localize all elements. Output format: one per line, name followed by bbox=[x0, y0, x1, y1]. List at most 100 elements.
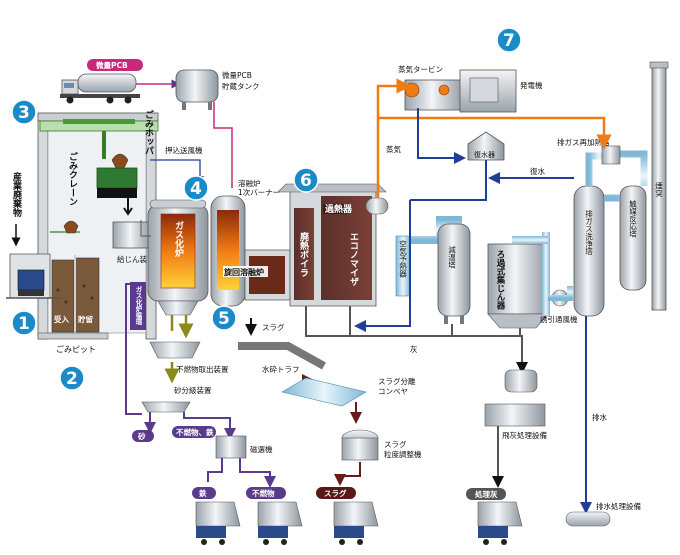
label-ash: 灰 bbox=[410, 344, 418, 354]
unloading-bay bbox=[6, 253, 62, 299]
label-bag-filter: ろ過式集じん器 bbox=[495, 250, 506, 310]
tag-iron bbox=[192, 487, 216, 499]
water-trough bbox=[238, 342, 326, 370]
bag-filter bbox=[487, 232, 550, 329]
svg-text:7: 7 bbox=[503, 31, 515, 51]
label-generator: 発電機 bbox=[520, 80, 543, 90]
marker-4: 4 bbox=[183, 175, 209, 201]
tag-trace-pcb-text: 微量PCB bbox=[95, 60, 128, 70]
marker-6: 6 bbox=[293, 167, 319, 193]
label-scrubber: 排ガス洗浄塔 bbox=[584, 209, 593, 256]
label-gasification-furnace: ガス化炉 bbox=[173, 220, 184, 258]
truck-treated-ash bbox=[477, 501, 523, 545]
wastewater-treatment bbox=[565, 511, 611, 527]
label-receiving-pit: 受入 bbox=[54, 314, 69, 324]
label-feeder: 給じん装置 bbox=[117, 254, 155, 264]
label-air-preheater: 空気予熱器 bbox=[398, 239, 407, 279]
label-water-trough: 水砕トラフ bbox=[262, 364, 300, 374]
truck-iron bbox=[195, 501, 241, 545]
label-return-water: 復水 bbox=[530, 166, 545, 176]
label-industrial-waste: 産業廃棄物 bbox=[11, 171, 23, 218]
waste-heat-boiler bbox=[277, 183, 389, 307]
label-push-fan: 押込送風機 bbox=[165, 145, 203, 155]
label-pcb-tank-1: 微量PCB bbox=[222, 70, 252, 80]
condenser bbox=[467, 131, 505, 161]
marker-3: 3 bbox=[11, 99, 37, 125]
label-swirl-melting: 旋回溶融炉 bbox=[223, 267, 264, 277]
label-fly-ash-treatment: 飛灰処理設備 bbox=[502, 430, 547, 440]
label-slag-adjust-2: 粒度調整機 bbox=[384, 449, 422, 459]
marker-7: 7 bbox=[496, 27, 522, 53]
label-crane: ごみクレーン bbox=[67, 151, 78, 206]
steam-reheat-line bbox=[378, 116, 612, 150]
label-waste-pit: ごみピット bbox=[56, 344, 96, 354]
svg-text:2: 2 bbox=[66, 369, 78, 389]
tag-trace-pcb bbox=[87, 59, 143, 71]
gasification-furnace bbox=[147, 199, 209, 316]
truck-slag bbox=[333, 501, 379, 545]
label-sand-classifier: 砂分級装置 bbox=[174, 385, 212, 395]
label-slag: スラグ bbox=[262, 322, 285, 332]
svg-text:5: 5 bbox=[218, 309, 230, 329]
reheater bbox=[601, 145, 621, 165]
catalytic-reactor bbox=[619, 185, 647, 291]
label-slag-conveyor-1: スラグ分離 bbox=[378, 376, 416, 386]
label-induced-fan: 誘引通風機 bbox=[540, 314, 578, 324]
slag-granule-adjuster bbox=[341, 429, 379, 461]
tag-incombustibles-text: 不燃物 bbox=[252, 488, 275, 498]
feeder-box bbox=[112, 221, 152, 249]
label-wastewater: 排水 bbox=[592, 412, 607, 422]
stack bbox=[649, 61, 669, 311]
label-stack: 煙突 bbox=[654, 182, 663, 199]
pcb-truck bbox=[60, 73, 140, 104]
label-storage-pit: 貯留 bbox=[78, 314, 93, 324]
svg-text:3: 3 bbox=[18, 103, 30, 123]
label-hopper: ごみホッパ bbox=[143, 109, 154, 155]
label-condenser: 復水器 bbox=[474, 150, 495, 159]
label-cooling-tower: 減温塔 bbox=[447, 245, 456, 270]
waste-pit-building bbox=[37, 112, 159, 340]
label-steam-turbine: 蒸気タービン bbox=[398, 64, 443, 74]
ash-line bbox=[305, 306, 528, 374]
label-waste-heat-boiler: 廃熱ボイラ bbox=[298, 231, 309, 277]
tag-slag bbox=[316, 487, 356, 499]
label-gas-conveyor: ガス化炉循環 bbox=[134, 285, 142, 327]
truck-incombustibles bbox=[257, 501, 303, 545]
label-incombustibles-unit: 不燃物取出装置 bbox=[176, 364, 229, 374]
marker-2: 2 bbox=[59, 365, 85, 391]
sand-classifier bbox=[141, 401, 191, 413]
label-pcb-tank-2: 貯蔵タンク bbox=[222, 81, 260, 91]
tag-incombustibles-iron bbox=[172, 426, 216, 438]
swirl-melting-furnace bbox=[210, 195, 291, 307]
label-slag-adjust-1: スラグ bbox=[384, 439, 407, 449]
svg-text:4: 4 bbox=[190, 179, 202, 199]
tag-sand bbox=[132, 430, 154, 442]
label-steam: 蒸気 bbox=[386, 144, 401, 154]
tag-treated-ash-text: 処理灰 bbox=[474, 489, 498, 499]
label-melting-burner-2: 1次バーナー bbox=[238, 187, 280, 197]
tag-incombustibles bbox=[246, 487, 286, 499]
slag-separation-conveyor bbox=[281, 377, 367, 407]
pcb-storage-tank bbox=[175, 69, 219, 110]
label-magnetic-separator: 磁選機 bbox=[250, 444, 273, 454]
tag-sand-text: 砂 bbox=[138, 431, 146, 441]
tag-iron-text: 鉄 bbox=[199, 488, 207, 498]
marker-1: 1 bbox=[11, 310, 37, 336]
label-reheater: 排ガス再加熱器 bbox=[557, 137, 610, 147]
pcb-feed-line bbox=[213, 102, 233, 188]
tag-treated-ash bbox=[466, 488, 506, 500]
incombustibles-unit bbox=[149, 341, 201, 359]
svg-text:6: 6 bbox=[300, 171, 312, 191]
turbine-generator bbox=[404, 69, 517, 113]
magnetic-separator bbox=[215, 435, 247, 459]
tag-slag-text: スラグ bbox=[324, 488, 347, 498]
label-superheater: 過熱器 bbox=[324, 203, 353, 215]
fly-ash-treatment bbox=[484, 369, 546, 427]
label-slag-conveyor-2: コンベヤ bbox=[378, 387, 408, 396]
steam-line bbox=[376, 78, 412, 198]
label-melting-burner-1: 溶融炉 bbox=[238, 178, 261, 188]
label-wastewater-treatment: 排水処理設備 bbox=[596, 501, 641, 511]
cooling-tower bbox=[437, 223, 471, 324]
